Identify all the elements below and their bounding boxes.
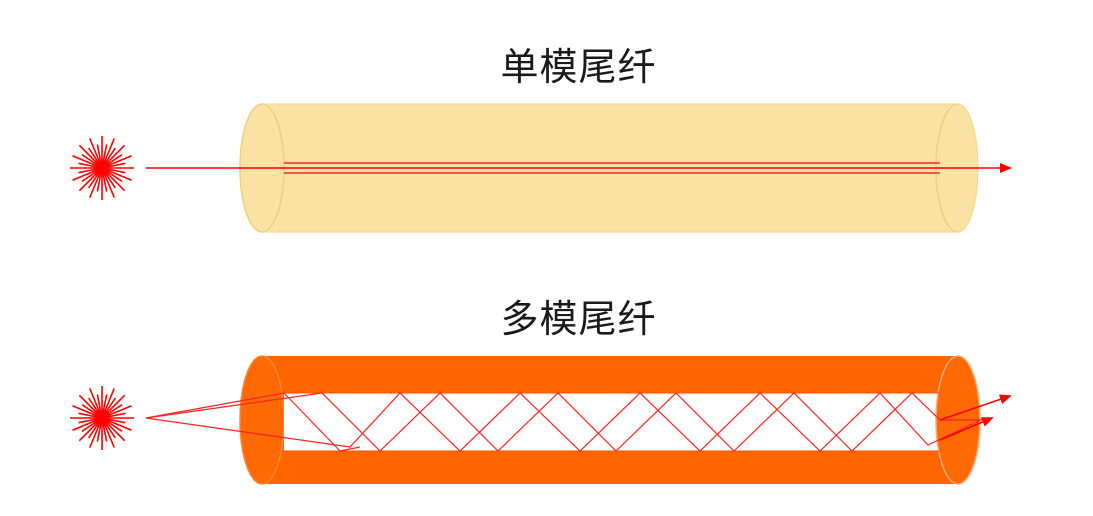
light-source-icon <box>70 386 134 450</box>
light-ray-spike <box>101 138 115 169</box>
multi-mode-fiber <box>145 355 1012 485</box>
multi-mode-fiber-title: 多模尾纤 <box>500 297 657 341</box>
light-source-center <box>97 163 107 173</box>
light-ray-spike <box>101 417 115 448</box>
light-ray-spike <box>72 417 103 431</box>
light-ray-spike <box>78 394 103 419</box>
light-ray-spike <box>101 388 115 419</box>
light-ray-spike <box>72 167 103 181</box>
light-ray-spike <box>78 144 103 169</box>
light-ray-spike <box>89 138 103 169</box>
light-ray-spike <box>101 155 132 169</box>
single-mode-fiber <box>146 103 1012 233</box>
light-ray-spike <box>101 167 126 192</box>
light-source-icon <box>70 136 134 200</box>
multi-mode-tube-left-end <box>239 355 285 485</box>
light-ray-spike <box>101 417 126 442</box>
light-source-center <box>97 413 107 423</box>
light-ray-spike <box>101 394 126 419</box>
light-ray-spike <box>101 405 132 419</box>
multi-mode-core <box>284 393 940 451</box>
light-ray-spike <box>89 167 103 198</box>
single-mode-fiber-title: 单模尾纤 <box>500 45 657 89</box>
multi-mode-exit-ray-1 <box>939 394 1012 421</box>
light-ray-spike <box>78 417 103 442</box>
light-ray-spike <box>89 388 103 419</box>
light-ray-spike <box>101 167 132 181</box>
light-ray-spike <box>101 144 126 169</box>
light-ray-spike <box>78 167 103 192</box>
light-ray-spike <box>101 167 115 198</box>
multi-mode-zigzag-rays <box>145 392 986 452</box>
multi-mode-ray-c <box>145 392 361 452</box>
light-ray-spike <box>89 417 103 448</box>
multi-mode-ray-b <box>145 392 986 452</box>
light-ray-spike <box>72 405 103 419</box>
multi-mode-ray-a <box>145 392 985 452</box>
multi-mode-exit-ray-2 <box>939 417 994 441</box>
light-ray-spike <box>101 417 132 431</box>
light-ray-spike <box>72 155 103 169</box>
